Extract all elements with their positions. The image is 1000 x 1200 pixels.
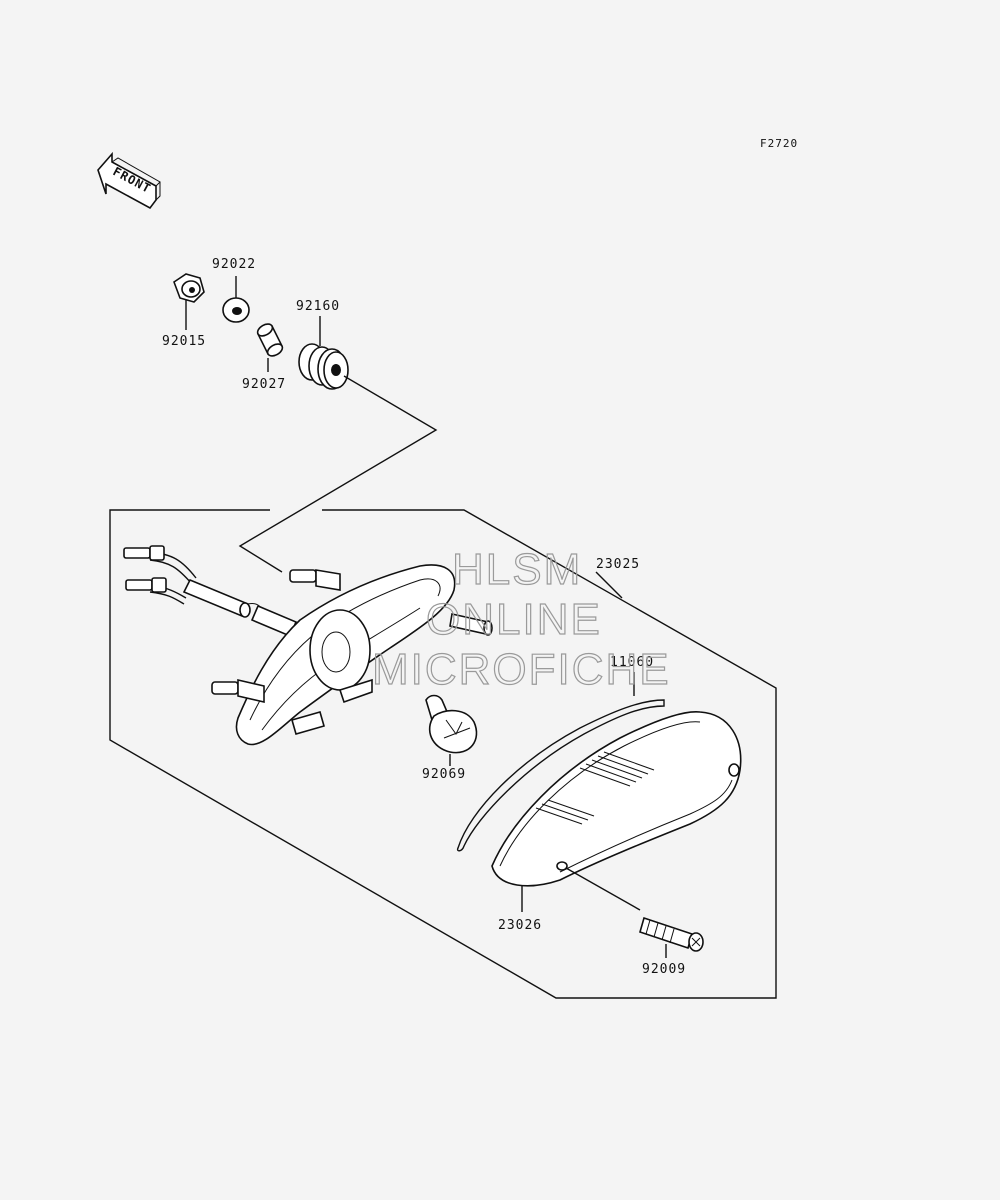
damper-92160 xyxy=(238,316,438,573)
svg-text:HLSM: HLSM xyxy=(452,545,582,594)
callout-92009: 92009 xyxy=(642,962,686,977)
taillight-housing xyxy=(123,545,493,746)
callout-11060: 11060 xyxy=(610,655,654,670)
watermark: HLSM ONLINE MICROFICHE xyxy=(371,544,671,694)
callout-92015: 92015 xyxy=(162,334,206,349)
callout-23026: 23026 xyxy=(498,918,542,933)
screw-92009 xyxy=(639,916,704,958)
washer-92022 xyxy=(222,276,250,323)
callout-92160: 92160 xyxy=(296,299,340,314)
callout-92069: 92069 xyxy=(422,767,466,782)
gasket-11060 xyxy=(456,672,665,852)
collar-92027 xyxy=(256,323,284,372)
assembly-box-23025 xyxy=(109,509,777,999)
callout-92022: 92022 xyxy=(212,257,256,272)
callout-92027: 92027 xyxy=(242,377,286,392)
front-arrow-icon: FRONT xyxy=(97,151,161,210)
lens-23026 xyxy=(491,711,742,912)
figure-code: F2720 xyxy=(760,137,798,150)
bulb-92069 xyxy=(425,694,478,766)
callout-23025: 23025 xyxy=(596,557,640,572)
nut-92015 xyxy=(173,273,205,330)
svg-text:ONLINE: ONLINE xyxy=(426,595,602,644)
svg-text:MICROFICHE: MICROFICHE xyxy=(372,645,671,694)
